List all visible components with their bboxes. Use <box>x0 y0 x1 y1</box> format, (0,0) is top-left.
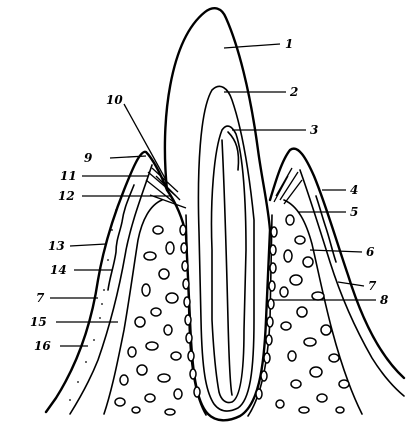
label-10: 10 <box>106 93 123 107</box>
label-7-left: 7 <box>36 291 45 305</box>
label-11: 11 <box>60 169 77 183</box>
label-4: 4 <box>350 183 358 197</box>
label-2: 2 <box>289 85 298 99</box>
label-12: 12 <box>58 189 75 203</box>
label-1: 1 <box>285 37 293 51</box>
label-16: 16 <box>34 339 51 353</box>
pulp-inner-line <box>222 140 232 395</box>
gingiva-right-outer <box>270 149 404 378</box>
gingiva-left-inner <box>70 165 152 414</box>
label-7-right: 7 <box>368 279 377 293</box>
label-14: 14 <box>50 263 67 277</box>
label-5: 5 <box>350 205 358 219</box>
label-13: 13 <box>48 239 65 253</box>
label-15: 15 <box>30 315 47 329</box>
label-8: 8 <box>380 293 389 307</box>
label-9: 9 <box>84 151 93 165</box>
label-3: 3 <box>310 123 318 137</box>
label-6: 6 <box>366 245 375 259</box>
